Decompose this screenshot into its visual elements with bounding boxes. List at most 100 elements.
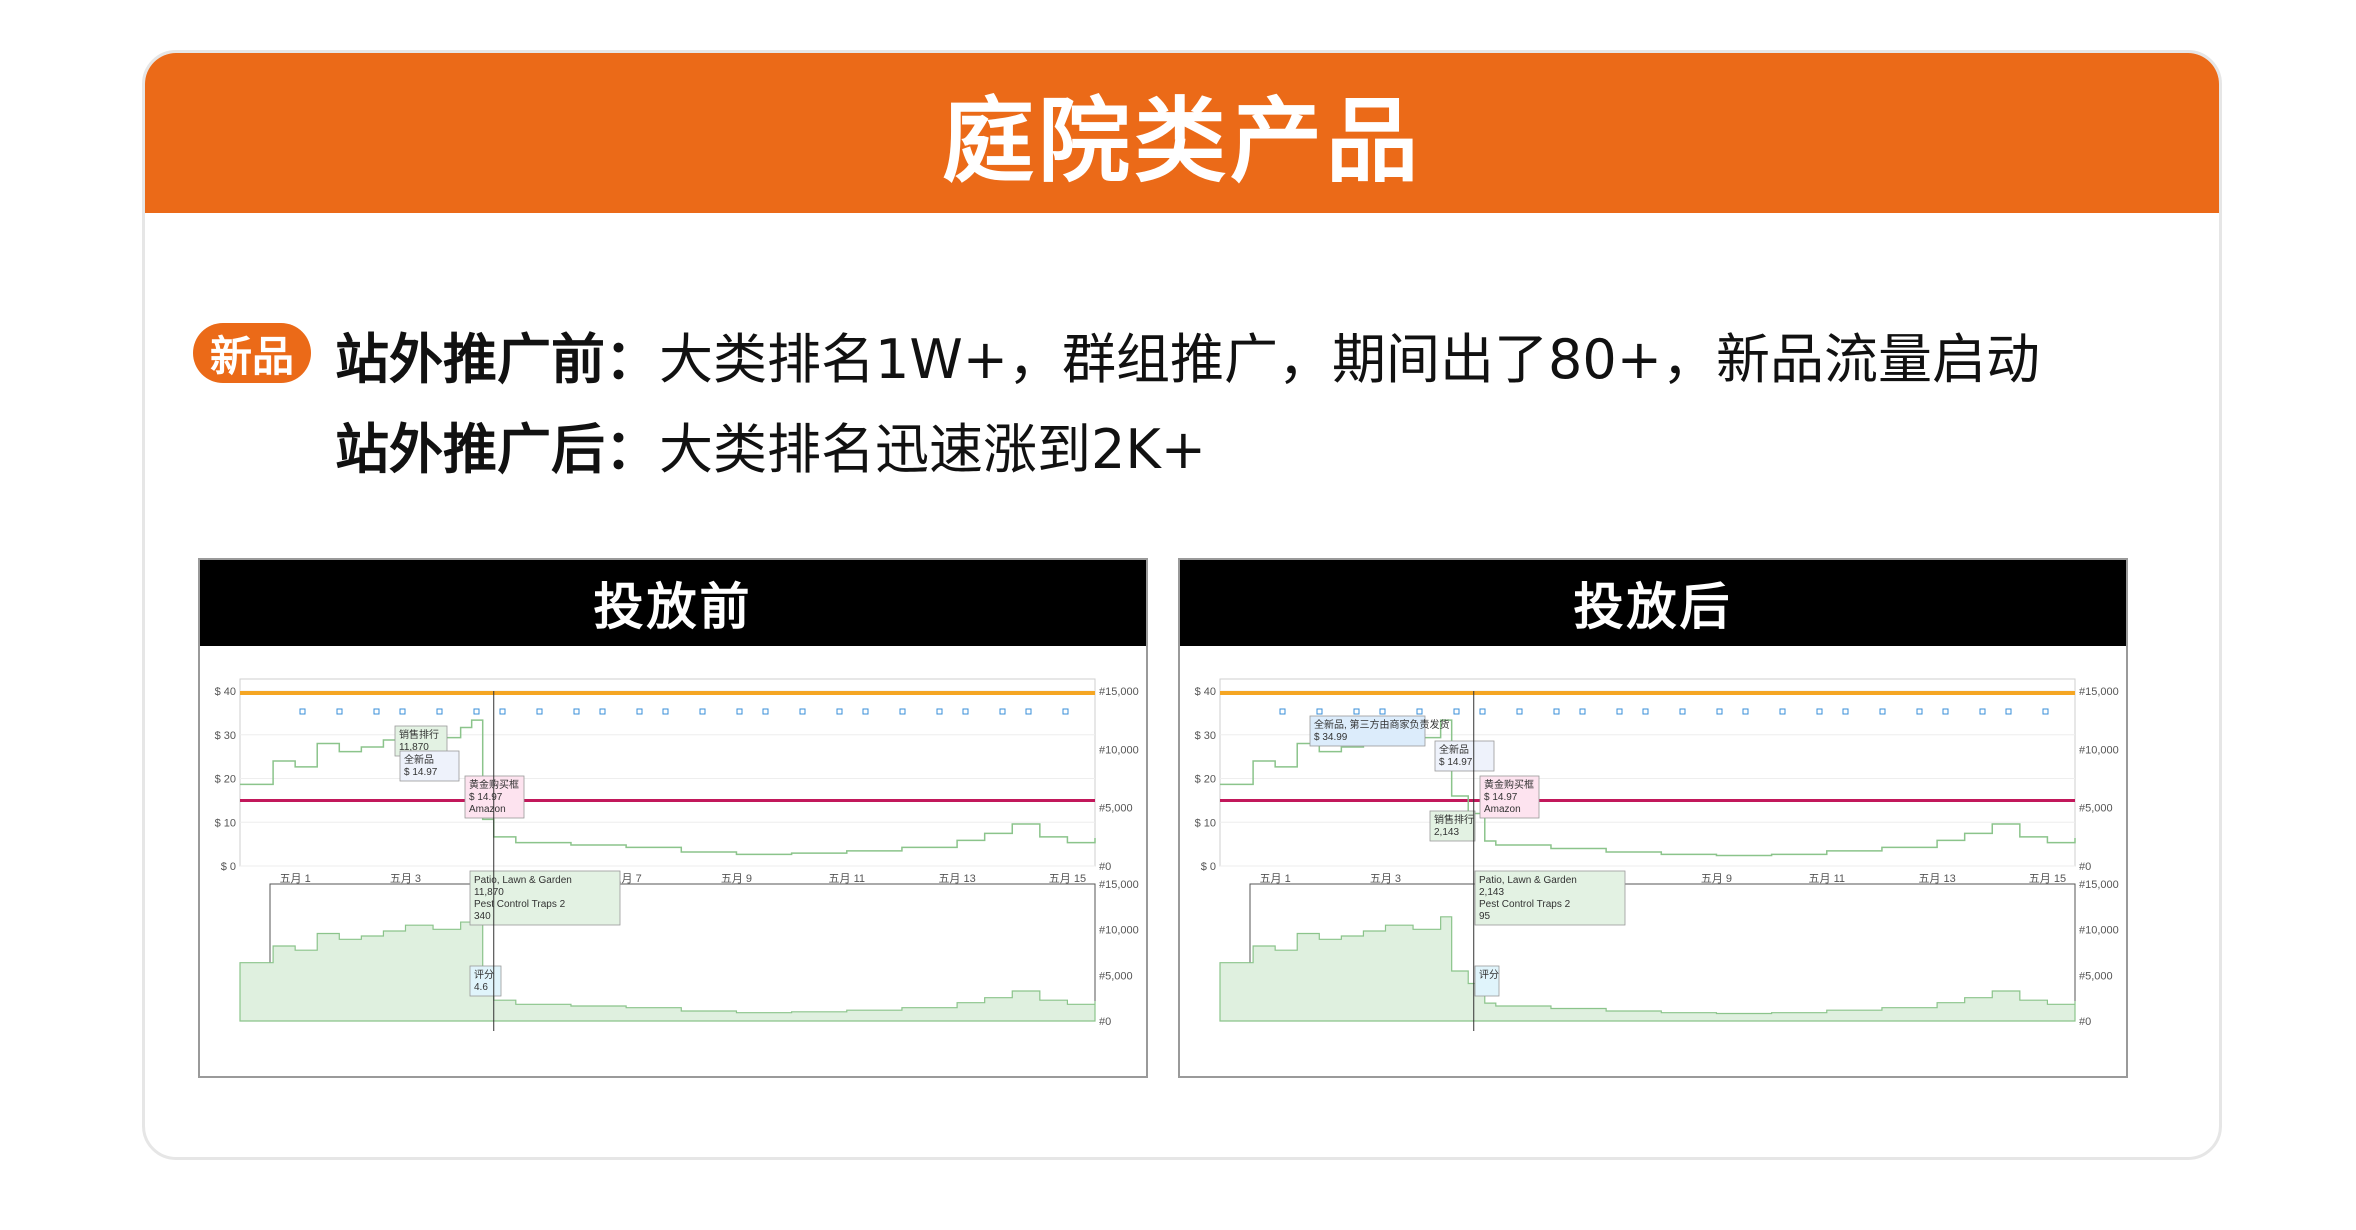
event-marker [799,708,806,715]
tooltip-text: Pest Control Traps 2 [1479,899,1571,910]
tooltip-text: Amazon [1484,804,1521,815]
price-tick-label: $ 0 [1201,861,1216,873]
event-marker [1942,708,1949,715]
event-marker [936,708,943,715]
event-marker [1616,708,1623,715]
price-tick-label: $ 20 [215,774,236,786]
after-promotion-line: 站外推广后：大类排名迅速涨到2K+ [335,405,1206,484]
tooltip-text: 全新品 [404,753,434,766]
tooltip-box [1474,870,1626,926]
tooltip-text: 评分 [1479,969,1499,981]
tooltip-box [469,965,502,997]
tooltip-text: 销售排行 [1434,813,1474,826]
tooltip-box [1479,775,1540,819]
rank-tick-label: #0 [2079,861,2091,873]
x-tick-label: 五月 11 [829,873,865,885]
price-tick-label: $ 10 [1195,817,1216,829]
event-marker [1879,708,1886,715]
after-label: 站外推广后： [335,418,659,481]
price-plot-frame [239,678,1096,867]
event-marker [399,708,406,715]
event-marker [1553,708,1560,715]
tooltip-text: 11,870 [474,887,504,898]
rank-tick-label-bottom: #5,000 [1099,970,1133,982]
event-marker [1479,708,1486,715]
panel-after-chart: $ 40$ 30$ 20$ 10$ 0#15,000#10,000#5,000#… [1180,646,2126,1076]
x-tick-label: 五月 15 [1049,873,1086,885]
tooltip-text: 95 [1479,911,1491,922]
before-text: 大类排名1W+，群组推广，期间出了80+，新品流量启动 [659,328,2040,391]
tooltip-text: Patio, Lawn & Garden [474,875,572,886]
x-tick-label: 五月 13 [1918,873,1955,885]
event-marker [1279,708,1286,715]
rank-tick-label: #15,000 [1099,686,1139,698]
tooltip-box [399,750,460,782]
tooltip-text: 2,143 [1434,827,1459,838]
x-tick-label: 五月 3 [1370,873,1401,885]
rank-tick-label-bottom: #5,000 [2079,970,2113,982]
rank-tick-label: #15,000 [2079,686,2119,698]
price-tick-label: $ 0 [221,861,236,873]
tooltip-text: 全新品 [1439,743,1469,756]
x-tick-label: 五月 11 [1809,873,1845,885]
chart-before-svg: $ 40$ 30$ 20$ 10$ 0#15,000#10,000#5,000#… [215,678,1139,1031]
event-marker [536,708,543,715]
x-tick-label: 五月 3 [390,873,421,885]
event-marker [1816,708,1823,715]
panel-after: 投放后 $ 40$ 30$ 20$ 10$ 0#15,000#10,000#5,… [1178,558,2128,1078]
event-marker [1453,708,1460,715]
event-marker [1842,708,1849,715]
event-marker [1316,708,1323,715]
tooltip-text: 销售排行 [399,728,439,741]
event-marker [1979,708,1986,715]
before-promotion-line: 站外推广前：大类排名1W+，群组推广，期间出了80+，新品流量启动 [335,315,2040,394]
event-marker [599,708,606,715]
sales-rank-line [240,719,1096,856]
event-marker [373,708,380,715]
tooltip-text: $ 14.97 [469,792,503,803]
product-card: 庭院类产品 新品 站外推广前：大类排名1W+，群组推广，期间出了80+，新品流量… [142,50,2222,1160]
panel-after-title: 投放后 [1180,560,2126,646]
before-label: 站外推广前： [335,328,659,391]
tooltip-text: $ 34.99 [1314,732,1348,743]
event-marker [962,708,969,715]
rank-tick-label: #0 [1099,861,1111,873]
price-tick-label: $ 40 [215,686,236,698]
tooltip-text: 黄金购买框 [1484,778,1534,791]
tooltip-text: $ 14.97 [1439,757,1473,768]
event-marker [862,708,869,715]
event-marker [1379,708,1386,715]
x-tick-label: 五月 15 [2029,873,2066,885]
rank-tick-label: #10,000 [2079,744,2119,756]
new-product-badge: 新品 [193,323,311,383]
card-header: 庭院类产品 [145,53,2219,213]
category-rank-area [1219,916,2076,1022]
tooltip-box [469,870,621,926]
event-marker [436,708,443,715]
price-tick-label: $ 20 [1195,774,1216,786]
event-marker [762,708,769,715]
rank-tick-label-bottom: #0 [1099,1016,1111,1028]
tooltip-text: 340 [474,911,491,922]
tooltip-box [1429,810,1476,842]
tooltip-box [1474,965,1500,997]
rank-tick-label-bottom: #10,000 [2079,925,2119,937]
chart-after-svg: $ 40$ 30$ 20$ 10$ 0#15,000#10,000#5,000#… [1195,678,2119,1031]
tooltip-box [1309,715,1426,747]
x-tick-label: 五月 1 [1260,873,1291,885]
tooltip-text: Patio, Lawn & Garden [1479,875,1577,886]
event-marker [836,708,843,715]
event-marker [1062,708,1069,715]
tooltip-text: $ 14.97 [1484,792,1518,803]
x-tick-label: 五月 9 [1701,873,1732,885]
rank-tick-label-bottom: #10,000 [1099,925,1139,937]
event-marker [662,708,669,715]
price-tick-label: $ 10 [215,817,236,829]
tooltip-text: 全新品, 第三方由商家负责发货 [1314,718,1450,731]
event-marker [736,708,743,715]
tooltip-text: 4.6 [474,982,488,993]
rank-tick-label: #10,000 [1099,744,1139,756]
price-plot-frame [1219,678,2076,867]
card-title: 庭院类产品 [941,87,1422,195]
category-rank-area [239,916,1096,1022]
